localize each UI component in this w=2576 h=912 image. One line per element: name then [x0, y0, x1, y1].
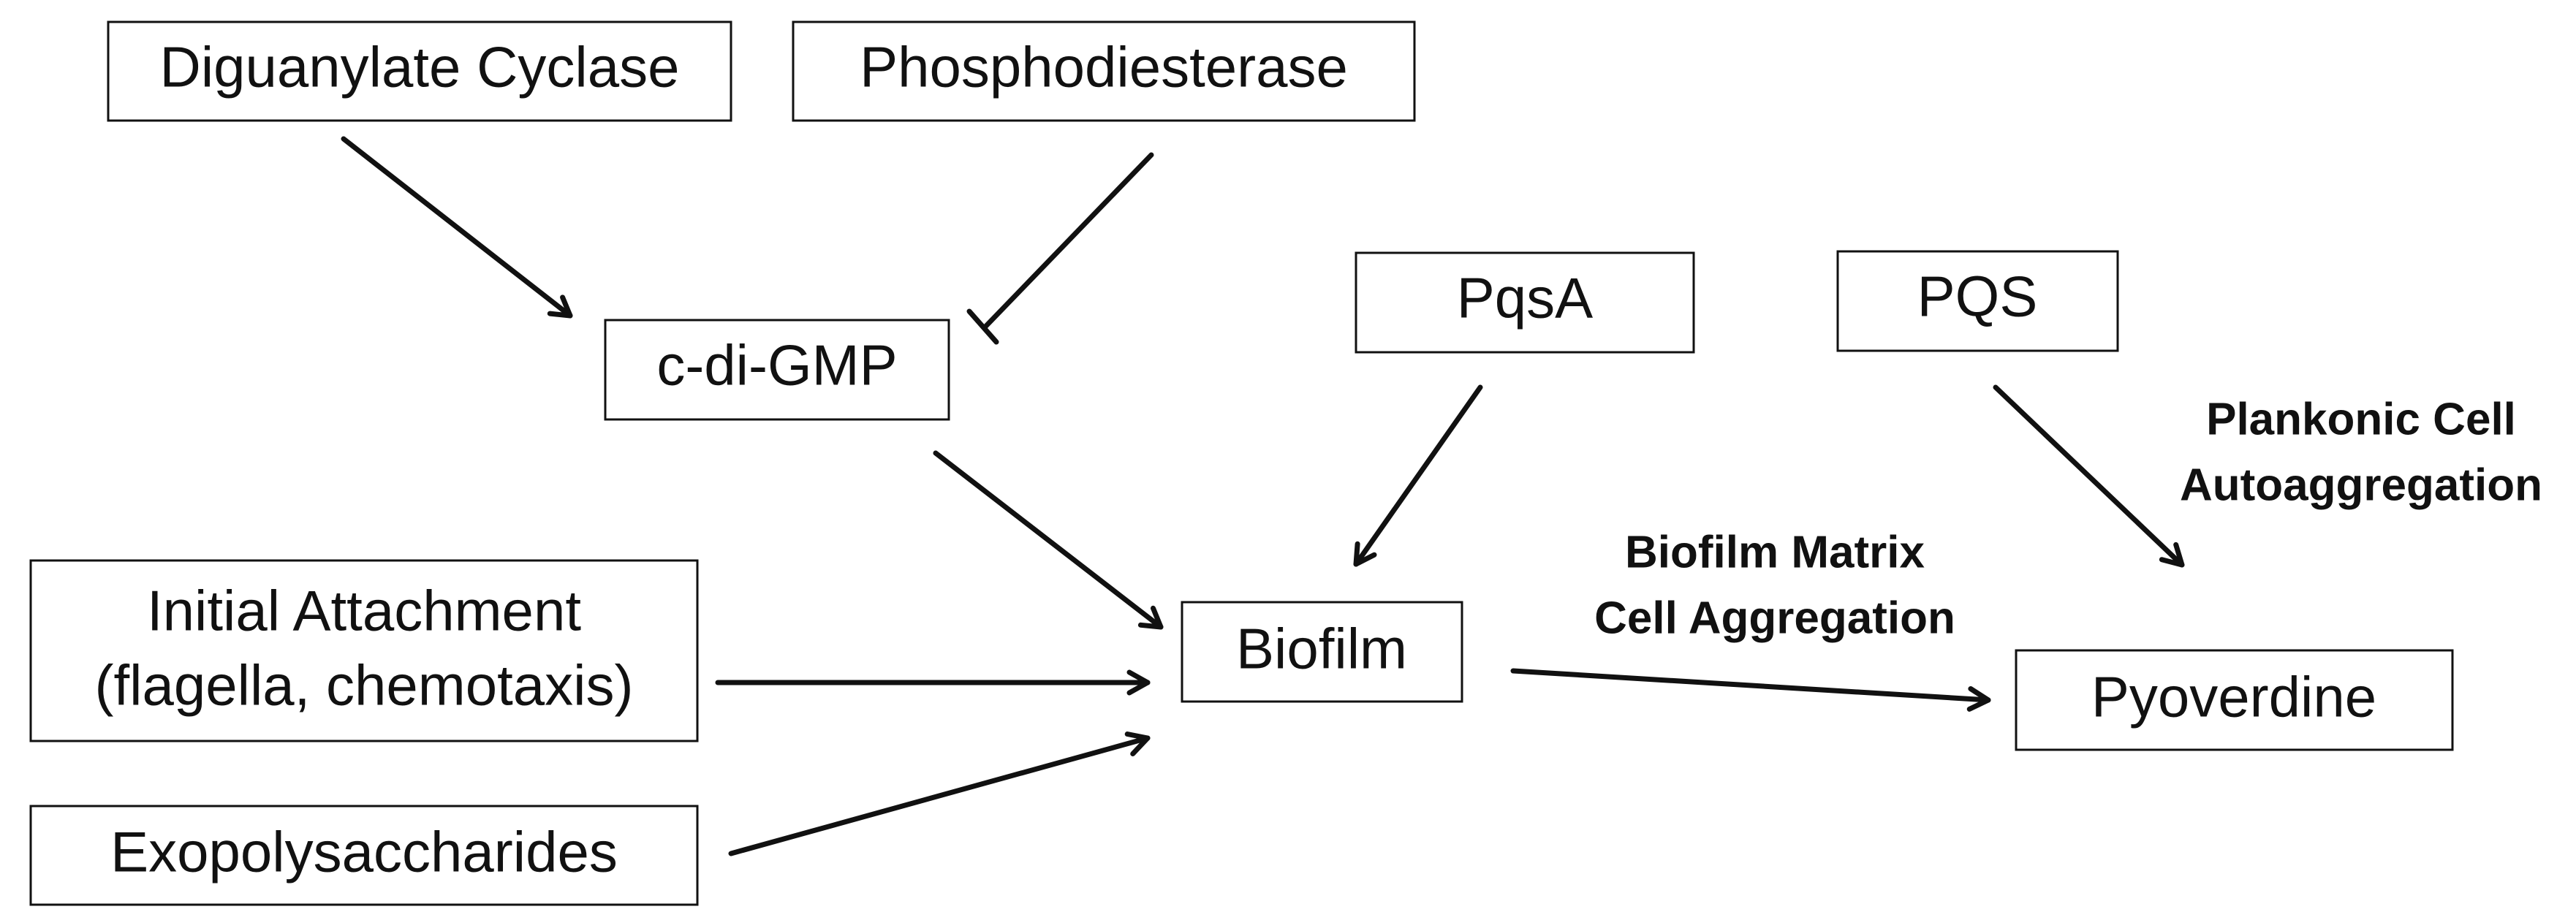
- node-box: [107, 20, 732, 122]
- arrowhead: [2159, 542, 2185, 568]
- edge-label-planktonic-autoaggregation: Plankonic Cell Autoaggregation: [2180, 394, 2542, 510]
- edge-label-line2: Cell Aggregation: [1594, 593, 1955, 643]
- edge-diguanylate-to-cdigmp: [341, 136, 573, 319]
- arrowhead: [547, 294, 573, 319]
- arrowhead: [1966, 686, 1991, 712]
- inhibition-bar: [966, 308, 999, 345]
- edge-line: [982, 152, 1154, 330]
- arrowhead: [1137, 605, 1164, 630]
- node-label: c-di-GMP: [656, 333, 897, 398]
- node-exopolysaccharides: Exopolysaccharides: [29, 805, 699, 906]
- edge-label-biofilm-matrix: Biofilm Matrix Cell Aggregation: [1594, 527, 1955, 643]
- edge-line: [1510, 668, 1991, 703]
- edge-line: [933, 450, 1164, 630]
- edge-label-line1: Plankonic Cell: [2206, 394, 2516, 444]
- edge-phosphodiesterase-inhibits-cdigmp: [966, 152, 1154, 345]
- arrowhead: [1126, 669, 1151, 696]
- arrowhead: [1124, 732, 1151, 756]
- node-box: [1355, 251, 1695, 354]
- node-label: Phosphodiesterase: [860, 35, 1348, 99]
- node-label: Diguanylate Cyclase: [159, 35, 679, 99]
- edge-line: [341, 136, 573, 319]
- edge-line: [728, 735, 1151, 856]
- edge-pqs-to-pyoverdine: [1993, 384, 2185, 568]
- edge-exopolysaccharides-to-biofilm: [728, 732, 1151, 856]
- edge-line: [1993, 384, 2185, 568]
- node-box: [29, 805, 699, 906]
- edge-biofilm-to-pyoverdine: [1510, 668, 1991, 712]
- node-diguanylate-cyclase: Diguanylate Cyclase: [107, 20, 732, 122]
- node-label: PqsA: [1457, 266, 1593, 330]
- node-box: [1836, 250, 2119, 352]
- node-pqs: PQS: [1836, 250, 2119, 352]
- edge-cdigmp-to-biofilm: [933, 450, 1164, 630]
- edge-line: [1353, 384, 1483, 567]
- node-box: [604, 319, 950, 421]
- node-box: [2015, 649, 2454, 751]
- edge-label-line2: Autoaggregation: [2180, 460, 2542, 510]
- node-label: PQS: [1917, 265, 2038, 329]
- edge-pqsa-to-biofilm: [1353, 384, 1483, 567]
- node-box: [1181, 601, 1463, 703]
- edge-label-line1: Biofilm Matrix: [1625, 527, 1925, 577]
- node-box: [29, 559, 699, 742]
- node-phosphodiesterase: Phosphodiesterase: [792, 20, 1416, 122]
- node-label: Biofilm: [1236, 617, 1407, 681]
- node-label: Pyoverdine: [2091, 665, 2376, 729]
- edge-initial-attachment-to-biofilm: [715, 669, 1151, 696]
- node-box: [792, 20, 1416, 122]
- arrowhead: [1353, 541, 1377, 567]
- node-label-line1: Initial Attachment: [147, 579, 581, 643]
- node-pqsa: PqsA: [1355, 251, 1695, 354]
- node-label-line2: (flagella, chemotaxis): [95, 653, 634, 718]
- node-c-di-gmp: c-di-GMP: [604, 319, 950, 421]
- node-label: Exopolysaccharides: [110, 820, 618, 884]
- node-biofilm: Biofilm: [1181, 601, 1463, 703]
- node-initial-attachment: Initial Attachment (flagella, chemotaxis…: [29, 559, 699, 742]
- node-pyoverdine: Pyoverdine: [2015, 649, 2454, 751]
